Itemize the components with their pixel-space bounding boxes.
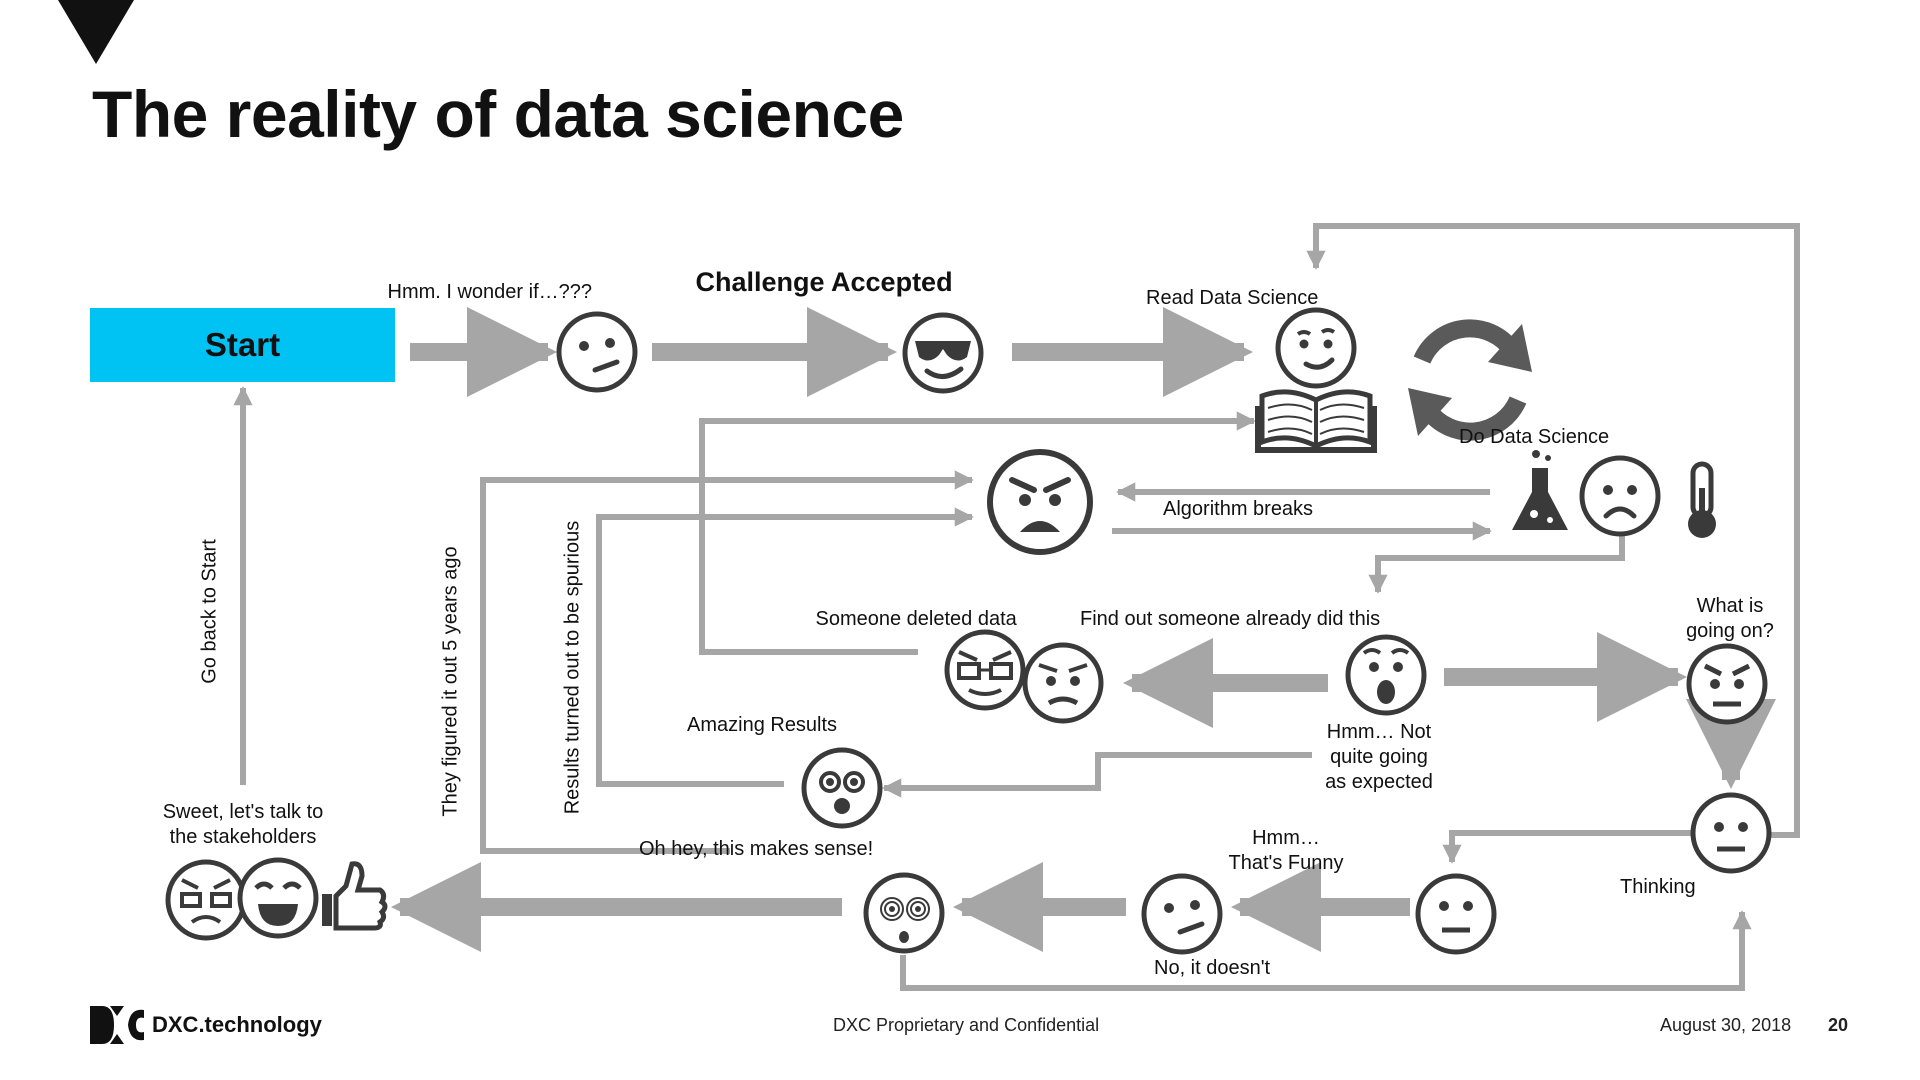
notquite-to-amazing-arrow [882,752,1312,798]
triangle-down-icon [58,0,134,64]
dizzy-face-icon [866,875,942,951]
label-sweet-line2: the stakeholders [169,826,317,848]
angry-face-icon [987,449,1093,555]
glasses-face-icon [947,632,1023,708]
label-challenge: Challenge Accepted [695,267,953,297]
label-thats-funny-line2: That's Funny [1228,852,1344,874]
angry-face-small-icon [1689,646,1765,722]
footer-page-number: 20 [1828,1015,1849,1035]
label-thats-funny-line1: Hmm… [1252,827,1320,849]
thumbs-up-icon [322,861,388,931]
label-spurious: Results turned out to be spurious [561,520,584,815]
label-go-back: Go back to Start [198,539,221,684]
footer-logo: DXC.technology [90,1006,322,1044]
label-oh-hey: Oh hey, this makes sense! [639,838,874,860]
smirking-face-bottom-icon [1144,876,1220,952]
label-what-going-line2: going on? [1686,620,1774,642]
amazed-face-icon [804,750,880,826]
page-title: The reality of data science [92,77,904,151]
label-not-quite-line3: as expected [1325,771,1433,793]
figured-arrow [480,470,974,854]
label-what-going-line1: What is [1696,595,1764,617]
sad-face-icon [1582,458,1658,534]
label-amazing: Amazing Results [687,714,838,736]
smirking-face-icon [559,314,635,390]
flask-icon [1512,450,1568,530]
sunglasses-face-icon [905,315,981,391]
label-do-ds: Do Data Science [1459,426,1610,448]
label-no-doesnt: No, it doesn't [1154,957,1271,979]
footer-brand: DXC.technology [152,1012,322,1037]
neutral-face-icon [1693,795,1769,871]
do-to-findout-arrow [1368,532,1625,594]
loop-back-arrow [1306,223,1800,838]
label-someone-deleted: Someone deleted data [815,608,1017,630]
label-what-going: What is going on? [1680,594,1780,644]
neutral-face-funny-icon [1418,876,1494,952]
dxc-logo-icon [90,1006,144,1044]
glasses-sad-face-icon [168,862,244,938]
start-button[interactable]: Start [90,308,395,382]
shocked-face-icon [1348,637,1424,713]
footer-date: August 30, 2018 [1660,1015,1792,1035]
label-thats-funny: Hmm… That's Funny [1226,826,1346,876]
label-not-quite-line1: Hmm… Not [1326,721,1432,743]
deleted-to-read-arrow [699,411,1256,655]
footer-confidential: DXC Proprietary and Confidential [833,1015,1100,1035]
spurious-arrow [596,507,974,787]
thinking-to-funny-arrow [1442,830,1700,864]
label-hmm-wonder: Hmm. I wonder if…??? [387,281,593,303]
label-thinking: Thinking [1620,876,1696,898]
frustrated-face-icon [1025,645,1101,721]
label-sweet-line1: Sweet, let's talk to [162,801,324,823]
label-find-out: Find out someone already did this [1080,608,1381,630]
no-doesnt-arrow [900,910,1752,991]
label-not-quite-line2: quite going [1330,746,1428,768]
thermometer-icon [1688,461,1716,538]
label-not-quite: Hmm… Not quite going as expected [1324,720,1434,795]
label-read-ds: Read Data Science [1146,287,1319,309]
laughing-face-icon [240,860,316,936]
label-algorithm-breaks: Algorithm breaks [1163,498,1314,520]
reading-book-face-icon [1255,310,1377,453]
label-sweet: Sweet, let's talk to the stakeholders [158,800,328,850]
label-figured: They figured it out 5 years ago [439,546,462,817]
refresh-cycle-icon [1408,319,1532,441]
